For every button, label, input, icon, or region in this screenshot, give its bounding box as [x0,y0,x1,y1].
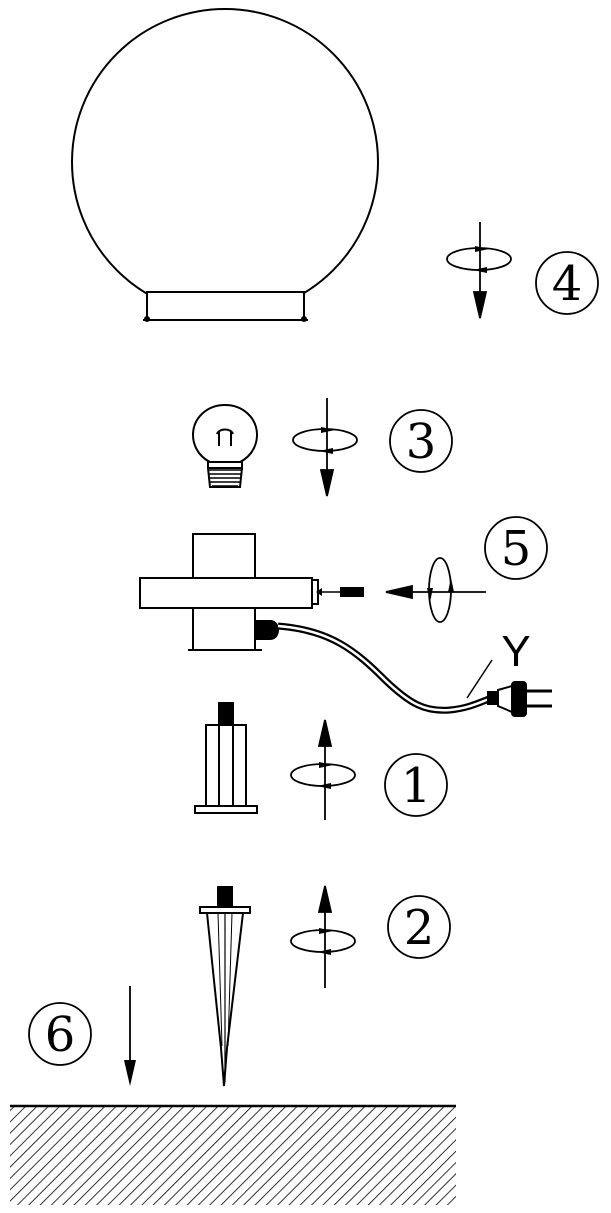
step-6-number: 6 [45,1007,76,1063]
rotate-screw-icon [290,885,356,988]
extension-tube [194,702,258,814]
step-1-marker: 1 [384,753,448,817]
set-screw [316,587,364,597]
step-1-number: 1 [401,758,432,814]
step-4-marker: 4 [535,251,599,315]
step-2-marker: 2 [387,895,451,959]
power-cable [277,622,494,714]
globe-shade [71,8,379,322]
step-6-marker: 6 [28,1002,92,1066]
step-5-marker: 5 [484,516,548,580]
lamp-holder [139,533,319,651]
cable-label-y: Y [466,627,531,699]
ground-surface [10,1104,456,1205]
power-plug-icon [487,681,552,717]
rotate-screw-icon [292,398,358,497]
ground-spike [199,886,251,1087]
step-4-number: 4 [552,256,583,312]
step-3-number: 3 [406,414,437,470]
rotate-screw-icon [290,719,356,820]
step-5-number: 5 [501,521,532,577]
step-2-number: 2 [404,900,435,956]
insert-arrow [124,986,136,1086]
cable-label-text: Y [501,627,530,676]
step-3-marker: 3 [389,409,453,473]
rotate-screw-icon [385,557,486,623]
light-bulb-icon [191,403,259,488]
rotate-screw-icon [446,222,512,319]
cable-gland [256,620,279,640]
